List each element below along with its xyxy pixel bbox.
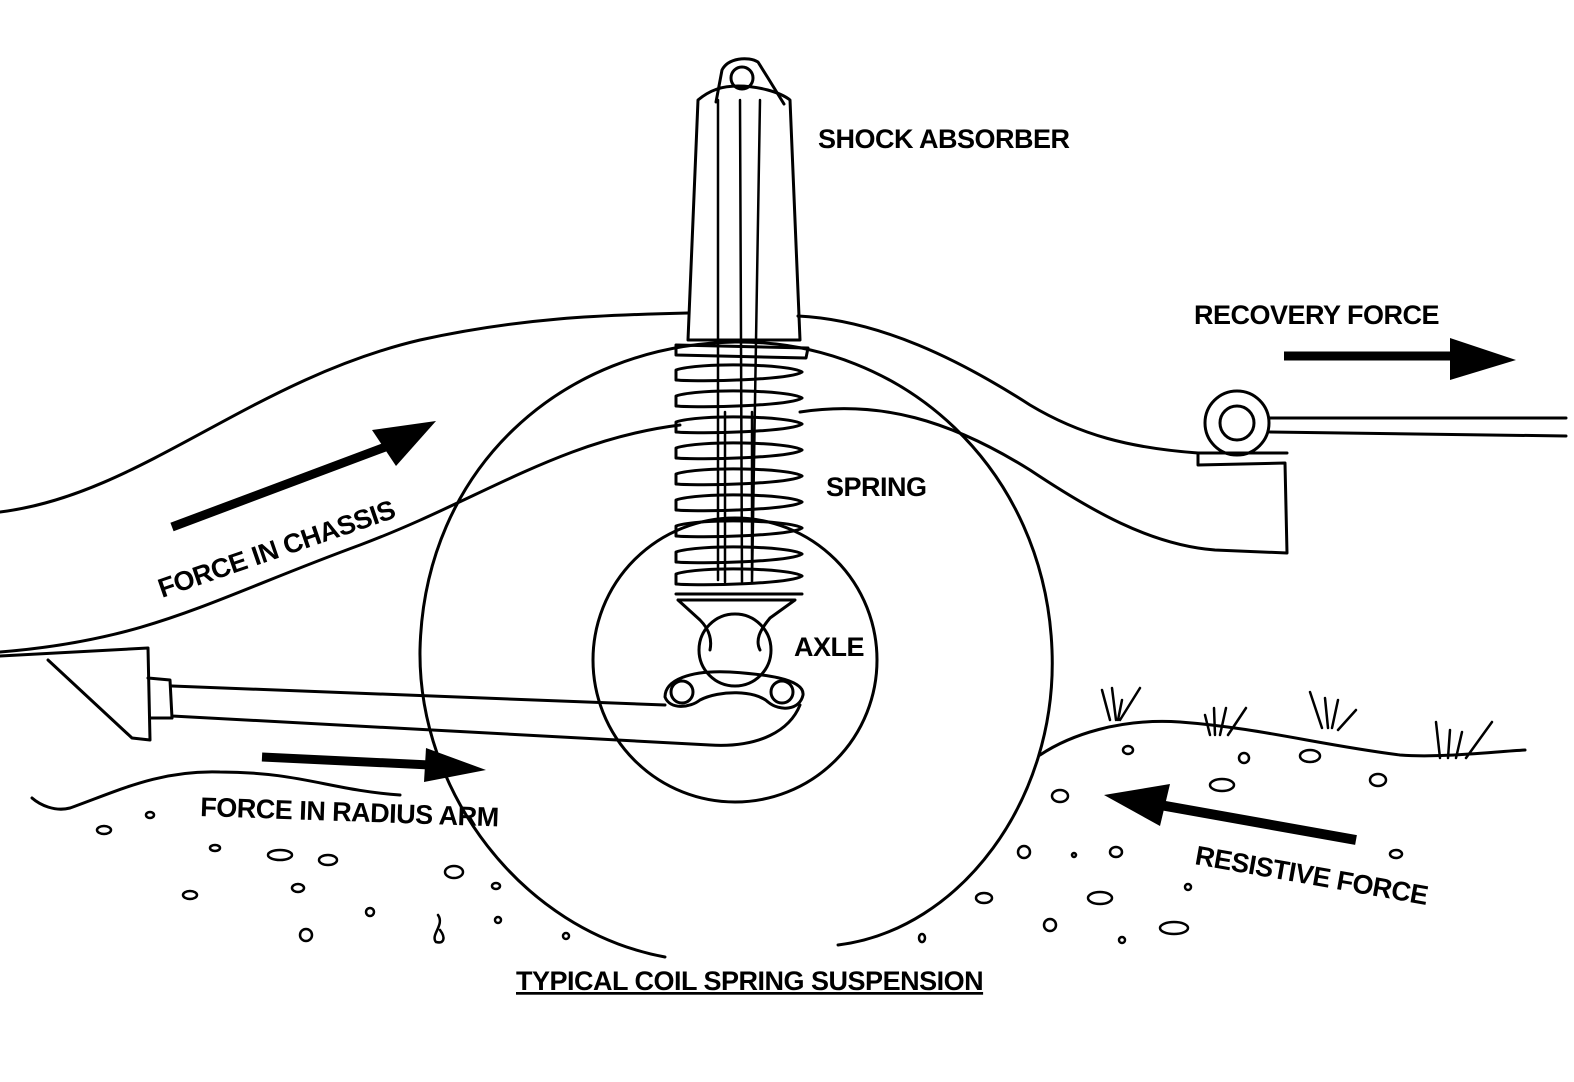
diagram-title: TYPICAL COIL SPRING SUSPENSION <box>516 966 983 996</box>
tow-eye-inner <box>1218 404 1256 442</box>
chassis-upper-line <box>0 311 1200 514</box>
label-axle: AXLE <box>794 632 864 662</box>
shock-absorber-top <box>714 57 786 106</box>
ground-right <box>1038 719 1527 758</box>
label-shock-absorber: SHOCK ABSORBER <box>818 124 1070 154</box>
ground-left <box>30 770 402 811</box>
label-force-in-radius-arm: FORCE IN RADIUS ARM <box>200 792 499 832</box>
tow-eye-outer <box>1203 389 1271 457</box>
grass-tufts <box>1100 686 1494 760</box>
bracket-bolt-left <box>669 679 695 705</box>
tow-bar <box>1268 416 1568 438</box>
radius-arm-bracket <box>663 670 805 710</box>
arrow-force-in-radius-arm <box>261 748 486 782</box>
label-recovery-force: RECOVERY FORCE <box>1194 300 1439 330</box>
shock-absorber-body <box>686 84 802 342</box>
label-spring: SPRING <box>826 472 927 502</box>
shock-absorber-eye <box>729 65 755 91</box>
axle-mount <box>676 598 797 652</box>
arrow-resistive-force <box>1104 784 1357 845</box>
gravel <box>95 744 1404 945</box>
label-force-in-chassis: FORCE IN CHASSIS <box>154 494 399 603</box>
coil-spring <box>674 343 810 596</box>
wheel-outline <box>418 340 1054 959</box>
arrow-recovery-force <box>1284 338 1516 380</box>
bracket-bolt-right <box>769 679 795 705</box>
radius-arm <box>0 646 802 747</box>
chassis-lower-line <box>0 407 1289 654</box>
axle <box>697 612 773 688</box>
shock-absorber-rods <box>716 98 762 584</box>
wheel-hub <box>591 516 879 804</box>
arrow-force-in-chassis <box>170 421 436 532</box>
